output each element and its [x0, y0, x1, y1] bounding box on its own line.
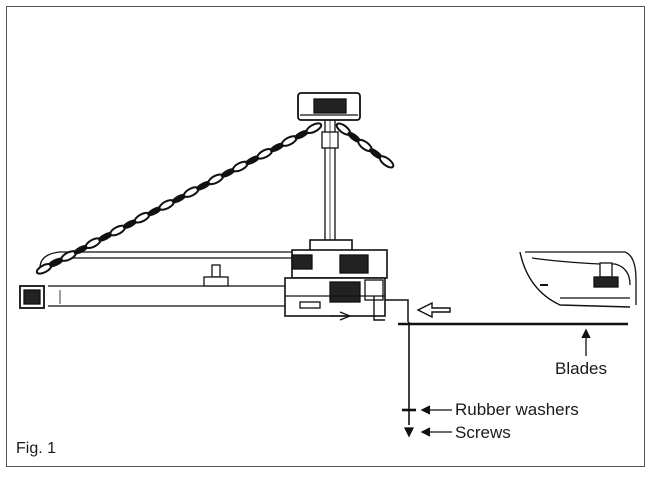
- right-blade-holder: [519, 251, 637, 308]
- screw-assembly: [402, 322, 416, 438]
- blades-label: Blades: [555, 359, 607, 378]
- chain-link-left: [305, 122, 323, 135]
- figure-label: Fig. 1: [16, 440, 57, 457]
- screws-label: Screws: [455, 423, 511, 442]
- canopy: [297, 92, 361, 121]
- down-rod: [321, 120, 339, 245]
- insert-arrow-icon: [416, 301, 451, 319]
- left-arm: [19, 251, 300, 309]
- rubber-washers-label: Rubber washers: [455, 400, 579, 419]
- label-pointers: [420, 328, 591, 437]
- chain-link-right: [378, 155, 395, 169]
- chains: [35, 122, 395, 275]
- motor-housing: [284, 239, 409, 322]
